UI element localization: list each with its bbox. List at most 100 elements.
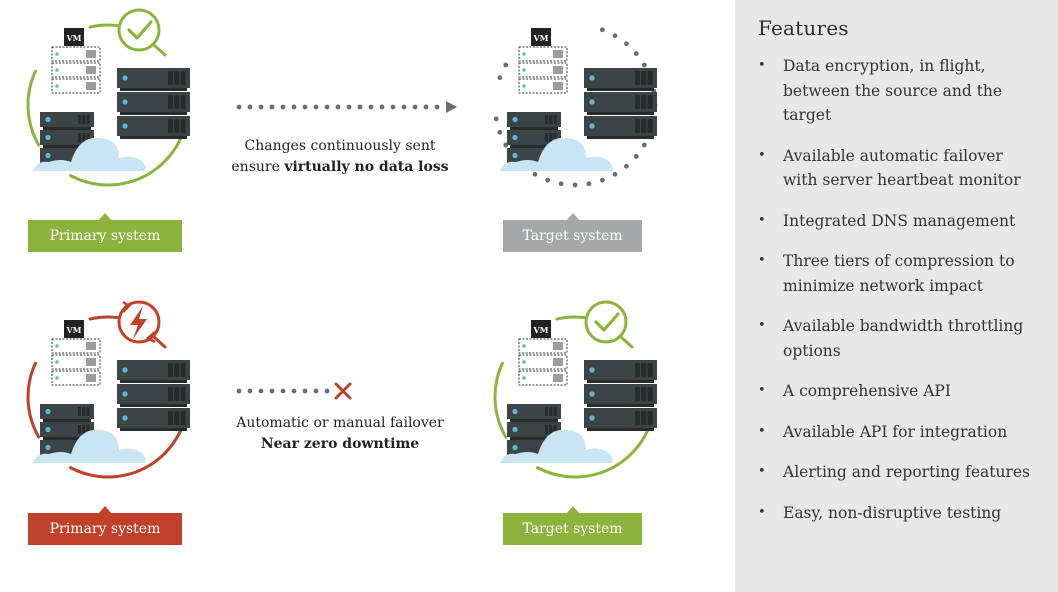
server-unit (40, 112, 94, 130)
x-icon (334, 382, 352, 400)
bullet-icon: • (758, 423, 766, 439)
server-rack-icon (117, 360, 190, 431)
status-led-icon (589, 123, 595, 129)
status-led-icon (589, 99, 595, 105)
vm-badge (64, 320, 84, 338)
server-unit (507, 130, 561, 148)
features-title: Features (758, 16, 849, 40)
system-illustration: VM (26, 300, 190, 479)
cycle-arrow-icon (145, 331, 156, 344)
caption-line-2: ensure virtually no data loss (231, 159, 449, 175)
system-illustration: VM (493, 27, 658, 188)
server-unit (117, 408, 190, 431)
status-led-icon (512, 426, 518, 433)
server-unit (117, 360, 190, 383)
vm-label: VM (532, 33, 548, 43)
check-magnifier-icon (584, 300, 634, 349)
feature-item: • Three tiers of compression to minimize … (758, 249, 1038, 298)
system-illustration: VM (26, 8, 190, 187)
primary-system-diagram: VM (15, 0, 215, 260)
bullet-icon: • (758, 318, 766, 333)
connector-dot (379, 104, 385, 110)
feature-text: Available API for integration (783, 422, 1008, 441)
status-led-icon (45, 426, 51, 433)
feature-text: Easy, non-disruptive testing (783, 503, 1002, 522)
virtual-machines: VM (51, 28, 101, 94)
connector-dot (258, 104, 264, 110)
status-led-icon (45, 152, 51, 159)
connector-dot (236, 104, 242, 110)
connector-dot (423, 104, 429, 110)
connector-dot (357, 104, 363, 110)
server-unit (584, 384, 657, 407)
server-unit (507, 422, 561, 440)
server-rack-icon (584, 360, 657, 431)
connector-dot (258, 388, 264, 394)
bullet-icon: • (758, 464, 766, 479)
vm-badge (531, 320, 551, 338)
status-led-icon (45, 444, 51, 451)
connector-dot (247, 104, 253, 110)
connector-dot (390, 104, 396, 110)
cloud-icon (33, 429, 146, 463)
status-led-icon (589, 367, 595, 373)
feature-text: Data encryption, in flight, between the … (783, 57, 1003, 124)
server-rack-icon (584, 68, 657, 139)
feature-text: A comprehensive API (783, 382, 951, 400)
feature-text: Integrated DNS management (783, 211, 1016, 230)
server-unit (117, 384, 190, 407)
connector-dot (335, 104, 341, 110)
connector-dot (280, 388, 286, 394)
virtual-machines: VM (518, 320, 568, 386)
status-led-icon (512, 152, 518, 159)
connector-dot (412, 104, 418, 110)
feature-text: Three tiers of compression to minimize n… (783, 252, 1015, 295)
active-target-system-label: Target system (503, 506, 642, 545)
lightning-magnifier-icon (117, 300, 167, 349)
target-system-label: Target system (503, 213, 642, 252)
check-icon (127, 20, 153, 40)
connector-dot (247, 388, 253, 394)
virtual-machines: VM (518, 28, 568, 94)
bullet-icon: • (758, 212, 766, 228)
server-unit (117, 92, 190, 115)
bullet-icon: • (758, 58, 766, 73)
features-list: • Data encryption, in flight, between the… (758, 54, 1038, 525)
caption-emphasis: virtually no data loss (284, 159, 449, 175)
status-led-icon (512, 444, 518, 451)
feature-item: •Easy, non-disruptive testing (758, 501, 1038, 526)
feature-item: • Data encryption, in flight, between the… (758, 54, 1038, 128)
server-unit (584, 68, 657, 91)
feature-item: •Available bandwidth throttling options (758, 314, 1038, 363)
bullet-icon: • (758, 383, 766, 398)
status-led-icon (512, 134, 518, 141)
connector-dot (368, 104, 374, 110)
connector-dot (236, 388, 242, 394)
connector-dot (291, 104, 297, 110)
status-led-icon (45, 116, 51, 123)
connector-dot (280, 104, 286, 110)
status-led-icon (122, 415, 128, 421)
feature-item: • A comprehensive API (758, 379, 1038, 404)
caption-line-2: Near zero downtime (210, 434, 470, 455)
server-unit (507, 404, 561, 422)
connector-dot (401, 104, 407, 110)
target-system-diagram: VM (482, 0, 682, 260)
status-led-icon (122, 75, 128, 81)
server-unit (584, 116, 657, 139)
server-unit (584, 92, 657, 115)
connector-dot (434, 104, 440, 110)
failed-primary-system-label: Primary system (28, 506, 182, 545)
feature-item: • Available API for integration (758, 420, 1038, 445)
cloud-icon (500, 137, 613, 171)
connector-dot (346, 104, 352, 110)
caption-line-1: Changes continuously sent (244, 138, 436, 154)
features-panel: Features • Data encryption, in flight, be… (735, 0, 1058, 592)
status-led-icon (45, 134, 51, 141)
status-led-icon (122, 367, 128, 373)
vm-label: VM (65, 325, 81, 335)
feature-item: •Available automatic failover with serve… (758, 144, 1038, 193)
feature-text: Available automatic failover with server… (783, 146, 1021, 190)
bullet-icon: • (758, 253, 766, 268)
status-led-icon (122, 391, 128, 397)
